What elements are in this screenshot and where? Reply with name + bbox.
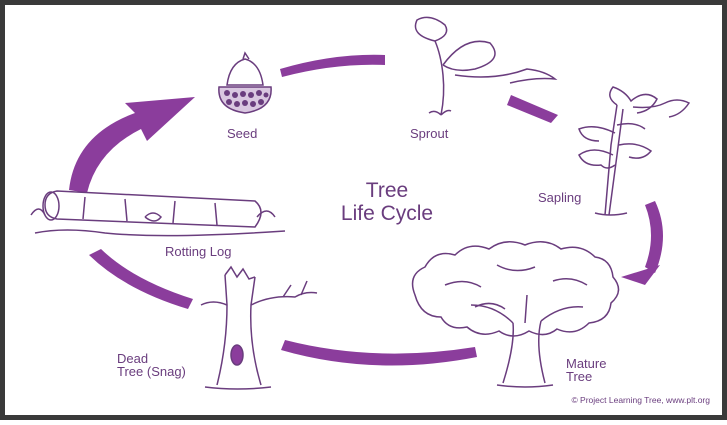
arrow-mature-to-dead — [281, 340, 477, 366]
arrow-sprout-to-sapling — [507, 95, 558, 123]
stage-label-mature-tree: Mature Tree — [566, 356, 607, 384]
stage-label-seed: Seed — [227, 126, 258, 141]
cycle-graphic — [30, 16, 691, 390]
stage-label-sprout: Sprout — [410, 126, 449, 141]
arrow-dead-to-log — [89, 249, 193, 309]
diagram-title-line1: Tree — [365, 179, 409, 202]
arrow-log-to-seed — [69, 97, 195, 193]
stage-label-rotting-log: Rotting Log — [165, 244, 232, 259]
stage-label-dead-tree: Dead Tree (Snag) — [117, 351, 186, 379]
arrow-sapling-to-mature — [645, 201, 663, 273]
credit-text: © Project Learning Tree, www.plt.org — [571, 395, 710, 405]
dead-tree-icon — [200, 265, 318, 390]
arrow-seed-to-sprout — [280, 54, 385, 77]
mature-tree-icon — [411, 241, 620, 388]
acorn-icon — [218, 51, 272, 114]
stage-label-sapling: Sapling — [538, 190, 582, 205]
diagram-title-line2: Life Cycle — [340, 202, 434, 225]
arrow-sapling-to-mature-tip — [621, 265, 660, 285]
sprout-icon — [414, 16, 558, 116]
rotting-log-icon — [30, 190, 286, 237]
sapling-icon — [578, 86, 691, 216]
